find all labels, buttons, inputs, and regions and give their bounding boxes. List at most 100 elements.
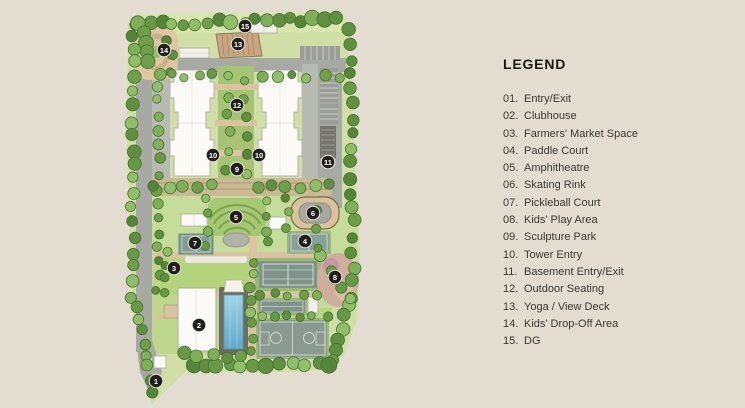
tree-icon (177, 345, 192, 360)
tree-icon (343, 67, 356, 79)
svg-text:10: 10 (255, 151, 263, 160)
tree-icon (203, 208, 213, 218)
tree-icon (201, 193, 211, 203)
tree-icon (246, 317, 257, 328)
legend-item-label: DG (524, 335, 541, 348)
tree-icon (221, 108, 233, 120)
tree-icon (140, 358, 154, 372)
legend-item: 02. Clubhouse (503, 108, 728, 125)
tree-icon (344, 143, 358, 156)
legend-item-num: 02. (503, 110, 519, 123)
tree-icon (248, 333, 259, 344)
tree-icon (323, 178, 335, 190)
legend-item-num: 12. (503, 283, 519, 296)
tree-icon (153, 213, 164, 223)
tree-icon (151, 81, 163, 93)
tree-icon (132, 313, 145, 326)
tree-icon (159, 272, 170, 283)
tree-icon (128, 231, 142, 245)
legend-item-num: 10. (503, 248, 519, 261)
tree-icon (335, 281, 348, 294)
tree-icon (233, 359, 247, 374)
legend-item-label: Amphitheatre (524, 162, 590, 175)
legend-item-num: 06. (503, 179, 519, 192)
tree-icon (188, 18, 202, 32)
svg-text:4: 4 (303, 237, 308, 246)
tree-icon (220, 165, 231, 176)
tree-icon (154, 152, 167, 164)
tree-icon (152, 94, 162, 104)
tree-icon (281, 310, 292, 321)
legend-item-num: 14. (503, 317, 519, 330)
plan-marker-6: 6 (305, 205, 321, 221)
tree-icon (282, 291, 292, 301)
legend-item-num: 03. (503, 127, 519, 140)
legend-item-num: 11. (503, 265, 518, 278)
plan-marker-4: 4 (297, 233, 313, 249)
plan-marker-14: 14 (156, 42, 172, 58)
tree-icon (336, 307, 351, 322)
tennis-court (255, 258, 321, 291)
svg-text:1: 1 (154, 377, 158, 386)
tree-icon (269, 311, 281, 322)
tree-icon (265, 179, 278, 192)
svg-text:5: 5 (234, 213, 238, 222)
tree-icon (124, 291, 137, 304)
tree-icon (179, 73, 189, 83)
pool-canopy (223, 279, 245, 293)
tree-icon (278, 180, 292, 194)
tree-icon (297, 358, 311, 373)
tree-icon (200, 241, 211, 251)
legend-item-num: 04. (503, 144, 519, 157)
tree-icon (222, 14, 239, 30)
svg-text:14: 14 (160, 46, 169, 55)
plan-marker-8: 8 (327, 269, 343, 285)
tree-icon (127, 247, 140, 261)
legend-item-label: Kids' Drop-Off Area (524, 317, 619, 330)
svg-text:3: 3 (172, 264, 176, 273)
tree-icon (328, 10, 343, 25)
tree-icon (127, 259, 140, 272)
svg-text:13: 13 (234, 40, 242, 49)
plan-marker-9: 9 (229, 161, 245, 177)
parking-area (300, 46, 340, 124)
tree-icon (343, 154, 358, 168)
tree-icon (280, 223, 291, 234)
tree-icon (284, 207, 294, 217)
tree-icon (127, 156, 142, 171)
tree-icon (287, 70, 297, 80)
tree-icon (206, 178, 218, 191)
svg-text:8: 8 (333, 273, 337, 282)
tree-icon (241, 148, 253, 160)
tree-icon (177, 19, 189, 31)
tree-icon (176, 180, 189, 193)
legend-item-num: 01. (503, 93, 519, 105)
legend-item: 06.Skating Rink (503, 177, 728, 194)
legend: LEGEND 01.Entry/Exit 02.Clubhouse 03.Far… (503, 56, 728, 350)
tree-icon (127, 171, 139, 183)
tree-icon (191, 181, 204, 194)
tree-icon (201, 17, 214, 30)
tree-icon (224, 126, 236, 137)
tree-icon (272, 13, 287, 28)
tree-icon (313, 243, 323, 253)
tree-icon (257, 311, 268, 322)
tree-icon (125, 127, 139, 141)
tree-icon (344, 200, 359, 215)
tree-icon (152, 198, 164, 210)
tree-icon (311, 290, 323, 301)
tree-icon (127, 144, 142, 160)
tree-icon (248, 258, 259, 268)
tree-icon (248, 268, 259, 279)
tree-icon (320, 356, 338, 374)
tree-icon (153, 111, 164, 122)
tree-icon (346, 55, 358, 67)
tree-icon (146, 386, 159, 399)
legend-item-label: Clubhouse (524, 110, 577, 123)
plan-marker-1: 1 (148, 373, 164, 389)
legend-item-label: Paddle Court (524, 144, 589, 157)
tree-icon (348, 261, 362, 275)
tree-icon (126, 215, 138, 227)
